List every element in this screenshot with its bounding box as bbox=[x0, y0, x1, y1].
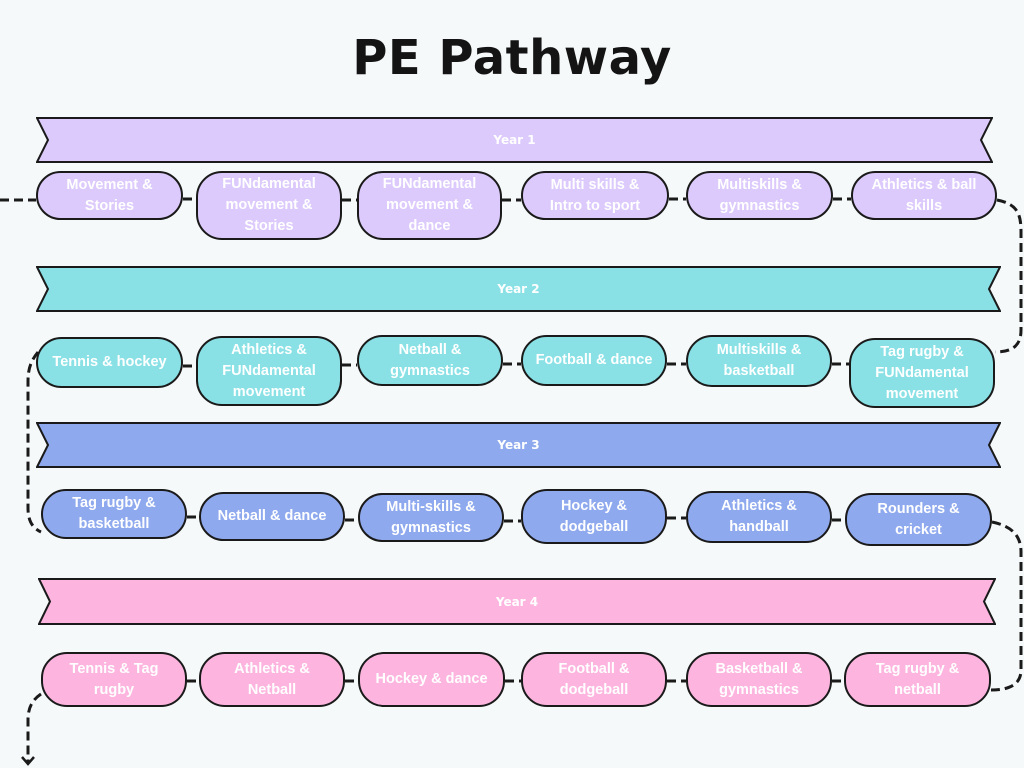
year-label: Year 4 bbox=[495, 594, 539, 609]
banner-ribbon-shape bbox=[36, 117, 993, 163]
unit-node: FUNdamental movement & dance bbox=[357, 171, 502, 240]
unit-node: Multiskills & gymnastics bbox=[686, 171, 833, 220]
banner-ribbon-shape bbox=[36, 422, 1001, 468]
pathway-connector bbox=[26, 692, 42, 764]
year-label: Year 1 bbox=[493, 133, 536, 147]
unit-node: Multi skills & Intro to sport bbox=[521, 171, 669, 220]
year-banner: Year 4 bbox=[38, 578, 996, 625]
unit-node: Football & dodgeball bbox=[521, 652, 667, 707]
unit-node: Netball & gymnastics bbox=[357, 335, 503, 386]
unit-node: Hockey & dodgeball bbox=[521, 489, 667, 544]
arrow-down-icon bbox=[21, 756, 35, 766]
year-banner: Year 1 bbox=[36, 117, 993, 163]
unit-node: Movement & Stories bbox=[36, 171, 183, 220]
unit-node: Multiskills & basketball bbox=[686, 335, 832, 387]
unit-node: Netball & dance bbox=[199, 492, 345, 541]
page-title: PE Pathway bbox=[352, 30, 672, 86]
unit-node: Tag rugby & netball bbox=[844, 652, 991, 707]
banner-ribbon-shape bbox=[38, 578, 996, 625]
unit-node: Hockey & dance bbox=[358, 652, 505, 707]
unit-node: Tennis & hockey bbox=[36, 337, 183, 388]
banner-ribbon-shape bbox=[36, 266, 1001, 312]
unit-node: Athletics & handball bbox=[686, 491, 832, 543]
unit-node: Basketball & gymnastics bbox=[686, 652, 832, 707]
year-banner: Year 2 bbox=[36, 266, 1001, 312]
unit-node: Tag rugby & basketball bbox=[41, 489, 187, 539]
unit-node: Football & dance bbox=[521, 335, 667, 386]
unit-node: FUNdamental movement & Stories bbox=[196, 171, 342, 240]
year-label: Year 2 bbox=[497, 282, 540, 296]
unit-node: Athletics & Netball bbox=[199, 652, 345, 707]
unit-node: Tag rugby & FUNdamental movement bbox=[849, 338, 995, 408]
unit-node: Multi-skills & gymnastics bbox=[358, 493, 504, 542]
year-label: Year 3 bbox=[497, 438, 540, 452]
unit-node: Tennis & Tag rugby bbox=[41, 652, 187, 707]
pathway-connector bbox=[990, 520, 1023, 692]
pathway-connector bbox=[994, 198, 1023, 354]
year-banner: Year 3 bbox=[36, 422, 1001, 468]
unit-node: Athletics & ball skills bbox=[851, 171, 997, 220]
unit-node: Rounders & cricket bbox=[845, 493, 992, 546]
unit-node: Athletics & FUNdamental movement bbox=[196, 336, 342, 406]
